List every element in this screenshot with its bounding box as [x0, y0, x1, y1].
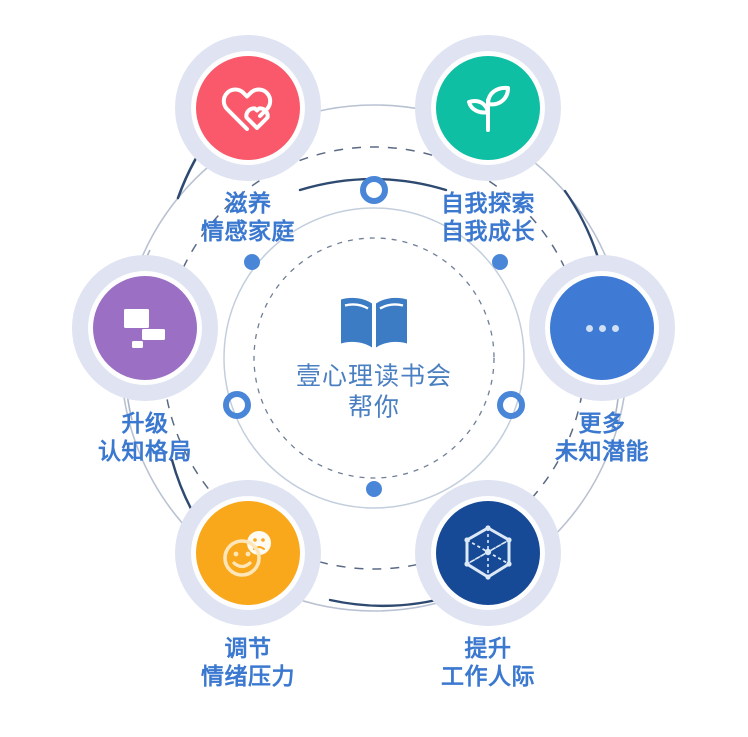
node-more-potential[interactable]: 更多 未知潜能 [517, 255, 687, 466]
ellipsis-icon [585, 324, 619, 332]
node-disc [550, 276, 654, 380]
node-halo [415, 35, 561, 181]
connector-dot-upper-right [492, 254, 508, 270]
node-regulate-emotion[interactable]: 调节 情绪压力 [163, 480, 333, 691]
node-halo [529, 255, 675, 401]
node-label: 升级 认知格局 [98, 411, 192, 466]
node-halo [415, 480, 561, 626]
connector-ring-top [360, 176, 388, 204]
node-improve-work-relations[interactable]: 提升 工作人际 [403, 480, 573, 691]
node-halo [72, 255, 218, 401]
node-upgrade-cognition[interactable]: 升级 认知格局 [60, 255, 230, 466]
node-halo [175, 480, 321, 626]
node-self-exploration-growth[interactable]: 自我探索 自我成长 [403, 35, 573, 246]
node-disc [196, 56, 300, 160]
inner-dashed-ring [253, 237, 495, 479]
double-heart-icon [221, 87, 273, 131]
node-label: 自我探索 自我成长 [441, 191, 535, 246]
node-halo [175, 35, 321, 181]
connector-ring-left [223, 391, 251, 419]
hexagon-network-icon [464, 525, 512, 580]
connector-ring-right [497, 391, 525, 419]
sprout-icon [467, 85, 510, 132]
node-label: 调节 情绪压力 [201, 636, 295, 691]
node-disc [436, 501, 540, 605]
node-label: 更多 未知潜能 [555, 411, 649, 466]
node-disc [436, 56, 540, 160]
node-disc [196, 501, 300, 605]
connector-dot-upper-left [244, 254, 260, 270]
connector-dot-bottom [366, 481, 382, 497]
smiley-sad-faces-icon [223, 531, 271, 577]
node-label: 提升 工作人际 [441, 636, 535, 691]
node-label: 滋养 情感家庭 [201, 191, 295, 246]
node-nourish-family[interactable]: 滋养 情感家庭 [163, 35, 333, 246]
node-disc [93, 276, 197, 380]
mid-ring [223, 207, 525, 509]
stacked-blocks-icon [124, 309, 165, 348]
